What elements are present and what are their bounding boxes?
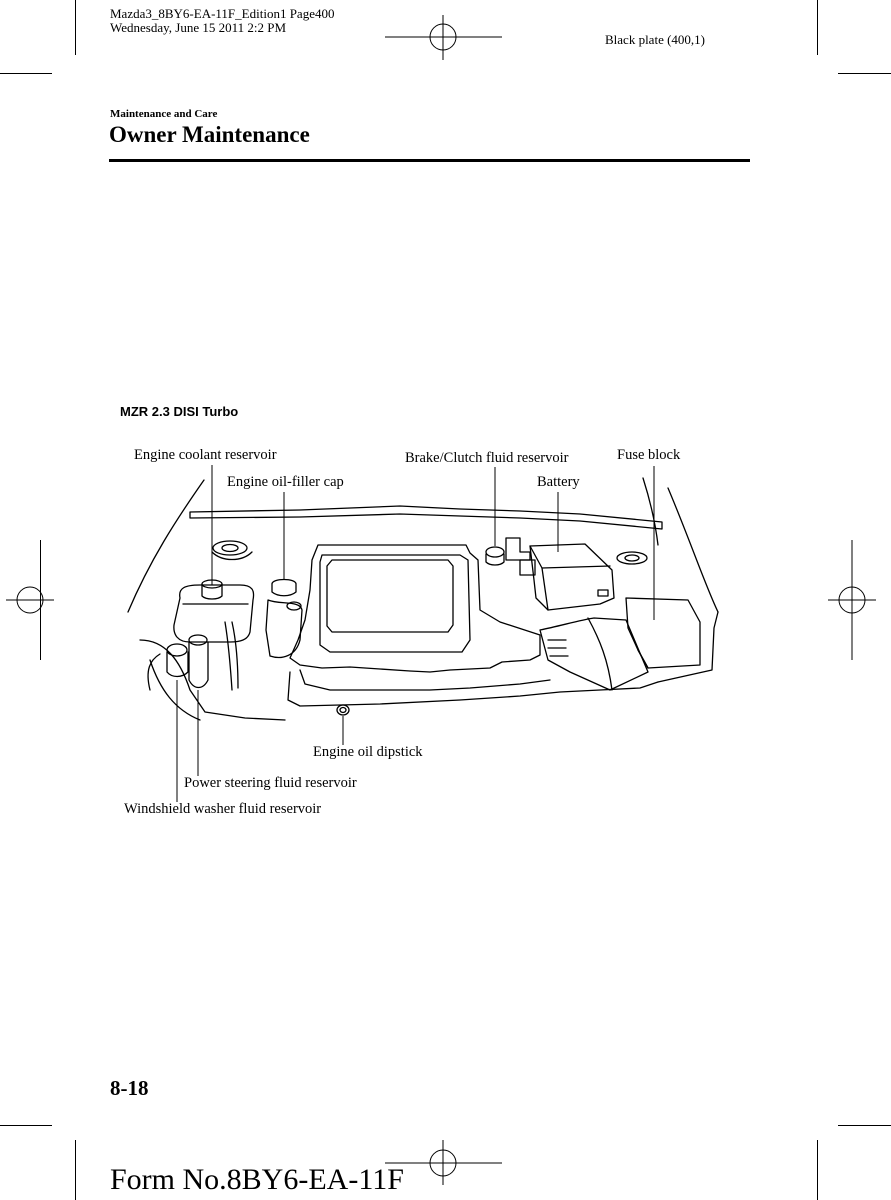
page-number: 8-18 xyxy=(110,1076,149,1100)
engine-cover xyxy=(289,544,541,673)
section-label: Maintenance and Care xyxy=(110,108,218,120)
callout-power-steering-fluid-reservoir: Power steering fluid reservoir xyxy=(184,775,357,791)
callout-engine-coolant-reservoir: Engine coolant reservoir xyxy=(134,447,277,463)
left-fender-outline xyxy=(127,479,205,613)
engine-variant-label: MZR 2.3 DISI Turbo xyxy=(120,404,239,419)
cowl-strip xyxy=(189,505,663,530)
engine-coolant-reservoir xyxy=(173,584,255,643)
battery xyxy=(529,543,615,611)
callout-brake-clutch-fluid-reservoir: Brake/Clutch fluid reservoir xyxy=(405,450,569,466)
callout-fuse-block: Fuse block xyxy=(617,447,681,463)
engine-oil-filler-cap xyxy=(271,578,297,597)
print-plate: Black plate (400,1) xyxy=(605,32,705,47)
callout-engine-oil-dipstick: Engine oil dipstick xyxy=(313,744,423,760)
print-file-line: Mazda3_8BY6-EA-11F_Edition1 Page400 xyxy=(110,6,335,21)
page-title: Owner Maintenance xyxy=(109,122,310,147)
power-steering-cap xyxy=(188,634,208,646)
registration-mark-left xyxy=(6,540,54,660)
registration-mark-top xyxy=(385,15,502,60)
windshield-washer-cap xyxy=(166,643,188,657)
engine-cover-panel xyxy=(326,559,454,633)
registration-mark-right xyxy=(828,540,876,660)
brake-clutch-reservoir-cap xyxy=(485,546,505,558)
title-rule xyxy=(109,159,750,162)
callout-battery: Battery xyxy=(537,474,580,490)
print-date-line: Wednesday, June 15 2011 2:2 PM xyxy=(110,20,287,35)
callout-engine-oil-filler-cap: Engine oil-filler cap xyxy=(227,474,344,490)
callout-windshield-washer-fluid-reservoir: Windshield washer fluid reservoir xyxy=(124,801,322,817)
form-number: Form No.8BY6-EA-11F xyxy=(110,1163,404,1196)
fuse-block xyxy=(625,597,701,669)
right-fender-outline xyxy=(667,487,719,613)
